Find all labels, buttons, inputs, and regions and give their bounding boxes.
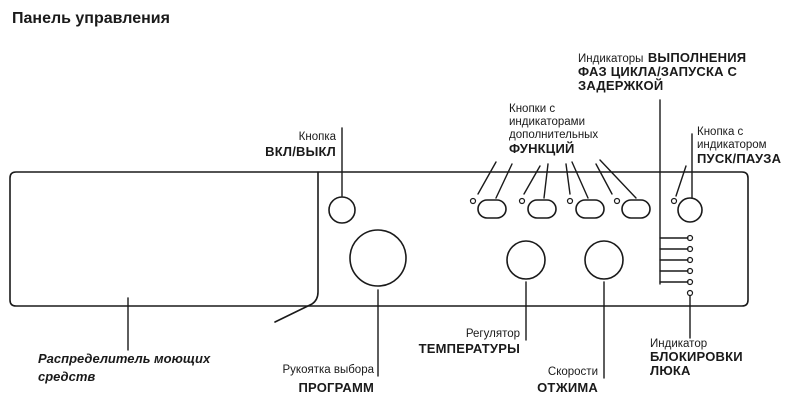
function-button-3 [575,199,605,219]
leader-function-led-1 [477,161,497,195]
detergent-label-line1: Распределитель моющих [38,351,211,366]
temperature-knob [506,240,546,280]
spin-knob [584,240,624,280]
leader-function-btn-2 [543,163,549,199]
temperature-label-line1: Регулятор [465,328,520,340]
door-lock-label-line3: ЛЮКА [650,363,691,378]
power-button [328,196,356,224]
door-lock-label-line1: Индикатор [650,338,708,350]
function-led-4 [613,197,621,205]
page-title: Панель управления [12,10,170,27]
function-led-1 [469,197,477,205]
functions-label-line3: дополнительных [509,129,599,141]
program-knob [349,229,407,287]
function-led-3 [566,197,574,205]
power-label-line1: Кнопка [298,131,336,143]
start-pause-button [677,197,703,223]
leader-function-led-4 [595,163,613,195]
function-button-1 [477,199,507,219]
detergent-drawer-divider [274,171,319,323]
door-lock-led [686,289,694,297]
phases-label-prefix: Индикаторы [578,53,644,65]
power-label-line2: ВКЛ/ВЫКЛ [265,144,336,159]
start-pause-label-line1: Кнопка с [697,126,744,138]
leader-function-btn-1 [495,163,513,199]
spin-label-line2: ОТЖИМА [537,380,598,395]
door-lock-label-line2: БЛОКИРОВКИ [650,349,743,364]
start-pause-label-line3: ПУСК/ПАУЗА [697,151,782,166]
start-pause-label-line2: индикатором [697,139,767,151]
program-label-line1: Рукоятка выбора [282,364,375,376]
leader-function-btn-4 [599,159,637,199]
functions-label-line1: Кнопки с [509,103,556,115]
detergent-label-line2: средств [38,369,96,384]
start-pause-led [670,197,678,205]
leader-start-pause-led [675,165,687,197]
leader-function-btn-3 [571,161,589,199]
phases-label-strong: ВЫПОЛНЕНИЯ [647,50,747,65]
program-label-line2: ПРОГРАММ [298,380,374,395]
panel-outline [9,171,749,307]
phases-label-line3: ЗАДЕРЖКОЙ [578,78,664,93]
phases-label-line1: Индикаторы ВЫПОЛНЕНИЯ [578,51,746,66]
spin-label-line1: Скорости [547,366,598,378]
leader-function-led-2 [523,165,541,195]
functions-label-line2: индикаторами [509,116,585,128]
function-button-4 [621,199,651,219]
leader-function-led-3 [565,163,571,195]
functions-label-line4: ФУНКЦИЙ [509,141,575,156]
phases-label-line2: ФАЗ ЦИКЛА/ЗАПУСКА С [578,64,738,79]
function-button-2 [527,199,557,219]
function-led-2 [518,197,526,205]
temperature-label-line2: ТЕМПЕРАТУРЫ [418,341,520,356]
